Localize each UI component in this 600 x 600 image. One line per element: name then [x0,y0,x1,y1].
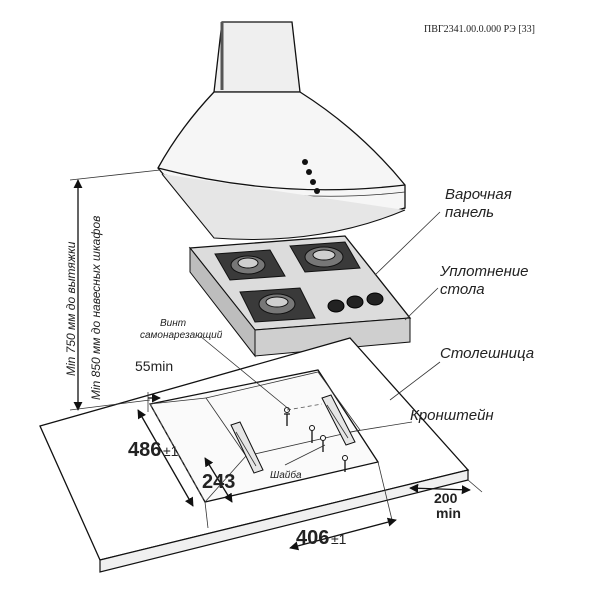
label-washer: Шайба [270,469,302,481]
label-worktop: Столешница [440,345,534,362]
dim-side-clearance-1: 200 [434,490,458,506]
range-hood [157,21,406,240]
hood-buttons [302,159,320,194]
burner-front [239,287,316,323]
dim-cutout-depth: 486 [128,439,161,461]
bracket-left [230,421,264,474]
label-hob-1: Варочная [445,186,512,203]
worktop [39,337,470,573]
label-hob-2: панель [445,204,494,221]
dim-half-depth: 243 [202,471,235,493]
gas-hob [188,235,412,358]
label-height-cabinets: Min 850 мм до навесных шкафов [89,216,103,400]
leader-lines [199,211,441,466]
dim-gap-min: 55min [135,358,173,374]
bracket-right [321,394,356,446]
dim-cutout-width: 406 [296,527,329,549]
label-seal-2: стола [440,281,485,298]
control-knobs [327,292,384,313]
dim-cutout-depth-tol: ±1 [163,443,179,459]
burner-rear-right [289,241,361,273]
dimension-lines [69,169,483,551]
label-screw-1: Винт [160,318,186,329]
document-code: ПВГ2341.00.0.000 РЭ [33] [424,24,535,35]
labels: Варочная панель Уплотнение стола Столешн… [64,186,534,549]
dim-side-clearance-2: min [436,505,461,521]
label-seal-1: Уплотнение [439,263,529,280]
label-bracket: Кронштейн [410,407,494,424]
label-height-hood: Min 750 мм до вытяжки [64,241,78,376]
screws [284,407,348,472]
label-screw-2: самонарезающий [140,330,223,341]
burner-rear-left [214,249,286,281]
dim-cutout-width-tol: ±1 [331,531,347,547]
